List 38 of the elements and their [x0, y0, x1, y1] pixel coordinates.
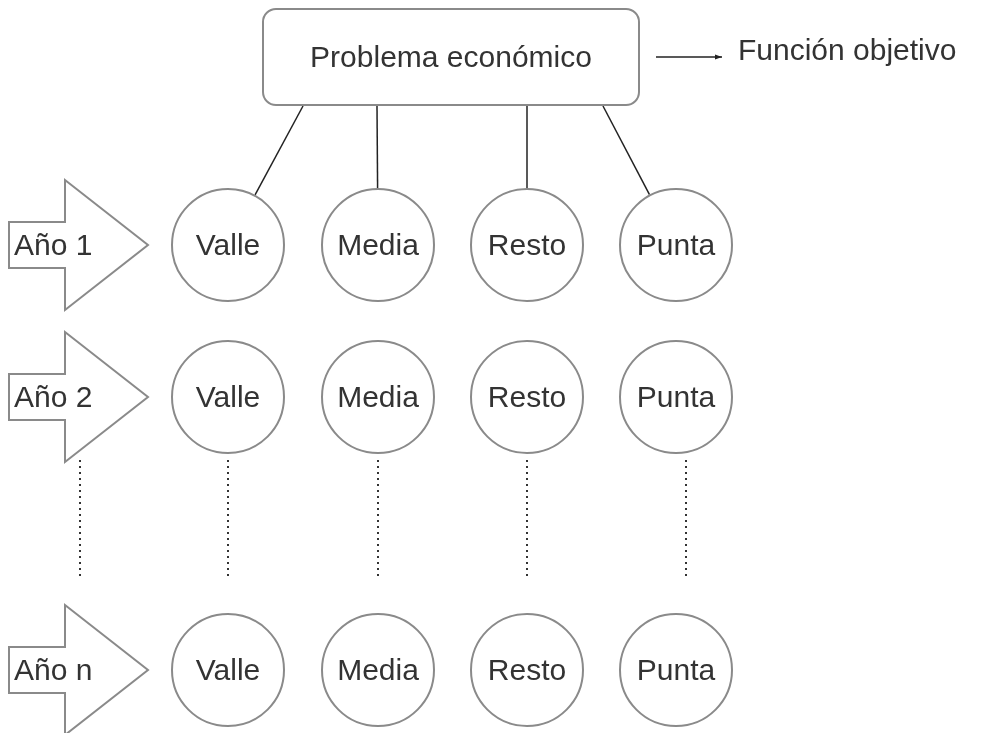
output-label: Función objetivo: [738, 35, 957, 65]
circle-label: Punta: [636, 655, 716, 685]
period-circle: [171, 340, 285, 454]
arrow: [655, 54, 723, 60]
connector-line: [254, 105, 304, 196]
connector-line: [376, 105, 379, 189]
circle-label: Resto: [487, 382, 567, 412]
process-box: [262, 8, 640, 106]
circle-label: Resto: [487, 230, 567, 260]
circle-label: Media: [337, 230, 419, 260]
circle-label: Valle: [195, 230, 261, 260]
circle-label: Media: [337, 655, 419, 685]
year-banner: [8, 331, 150, 463]
circle-label: Valle: [195, 655, 261, 685]
period-circle: [619, 340, 733, 454]
period-circle: [321, 613, 435, 727]
connector-line: [526, 105, 528, 189]
circle-label: Media: [337, 382, 419, 412]
period-circle: [321, 188, 435, 302]
circle-label: Punta: [636, 382, 716, 412]
period-circle: [470, 188, 584, 302]
period-circle: [470, 613, 584, 727]
connector-line: [602, 105, 651, 196]
period-circle: [321, 340, 435, 454]
year-banner: [8, 604, 150, 733]
circle-label: Punta: [636, 230, 716, 260]
period-circle: [171, 188, 285, 302]
year-banner: [8, 179, 150, 311]
year-label: Año 2: [14, 382, 93, 412]
year-label: Año n: [14, 655, 93, 685]
year-label: Año 1: [14, 230, 93, 260]
circle-label: Valle: [195, 382, 261, 412]
circle-label: Resto: [487, 655, 567, 685]
box-label: Problema económico: [310, 42, 592, 72]
period-circle: [619, 613, 733, 727]
period-circle: [619, 188, 733, 302]
period-circle: [470, 340, 584, 454]
period-circle: [171, 613, 285, 727]
